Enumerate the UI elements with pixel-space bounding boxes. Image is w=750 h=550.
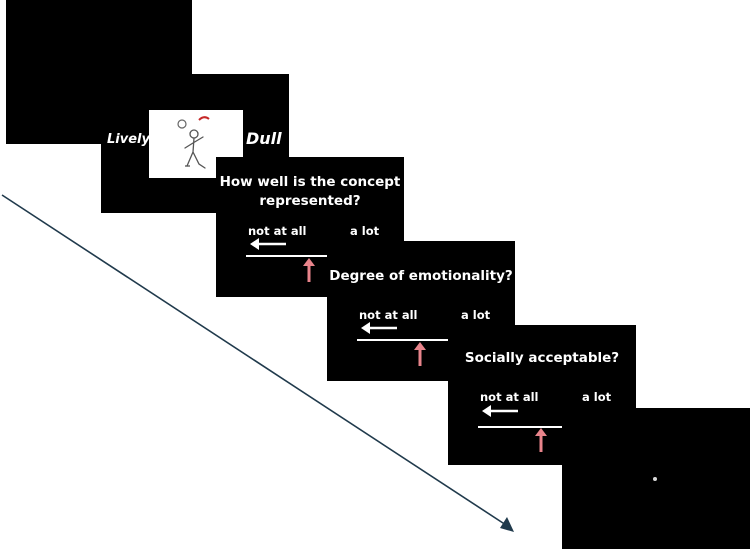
rating-cursor-icon [303,258,315,282]
rating-scale-line [246,255,404,257]
scale-min-label: not at all [480,390,539,404]
left-arrow-icon [482,405,518,417]
question-line-2: represented? [259,193,361,209]
question-text: Degree of emotionality? [329,268,513,284]
juggling-figure-icon [177,116,210,169]
question-line-1: How well is the concept [219,174,401,190]
scale-min-label: not at all [248,224,307,238]
left-arrow-icon [361,322,397,334]
scale-min-label: not at all [359,308,418,322]
question-text: How well is the concept represented? [216,173,404,211]
scale-max-label: a lot [461,308,491,322]
rating-scale-line [357,339,515,341]
timeline-arrowhead-icon [500,517,514,532]
screen-fixation-dot [562,408,750,549]
left-arrow-icon [250,238,286,250]
question-text: Socially acceptable? [464,350,620,366]
scale-max-label: a lot [582,390,612,404]
rating-cursor-icon [414,342,426,366]
fixation-dot [653,477,657,481]
scale-max-label: a lot [350,224,380,238]
right-word: Dull [246,129,282,148]
rating-cursor-icon [535,428,547,452]
left-word: Lively [107,132,150,147]
rating-scale-line [478,426,636,428]
